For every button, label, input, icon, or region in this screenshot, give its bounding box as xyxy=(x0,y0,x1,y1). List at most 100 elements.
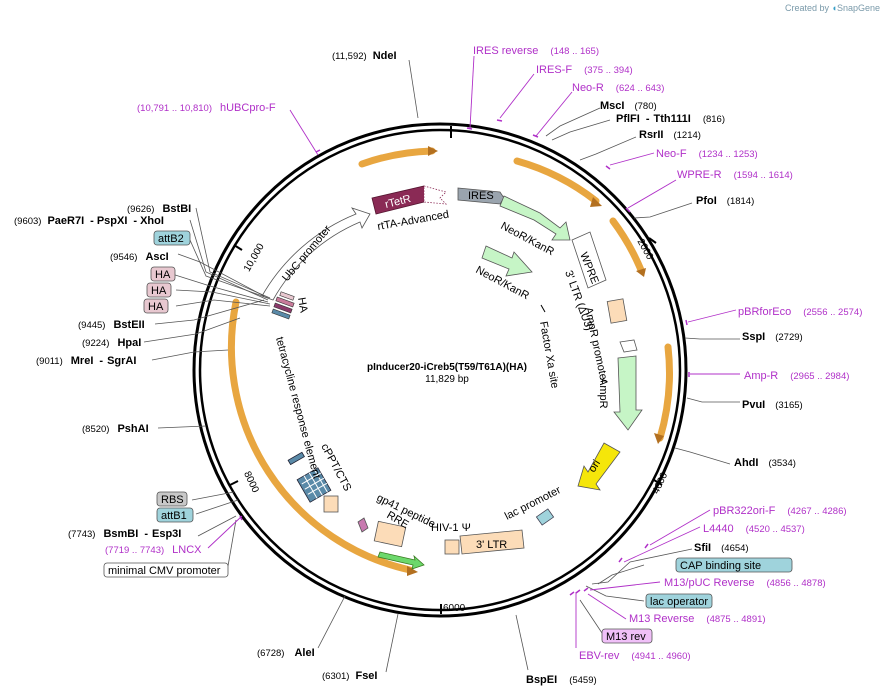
rre-feature xyxy=(373,520,407,548)
enzyme-sfii: SfiI(4654) xyxy=(694,542,749,554)
orange-arc-4 xyxy=(656,343,673,442)
orange-arc-head-4 xyxy=(654,433,664,444)
ltr3-feature xyxy=(459,529,525,555)
ha-feature-label: HA xyxy=(295,296,310,314)
m13-rev-box: M13 rev xyxy=(601,628,653,644)
leader-m13rev xyxy=(579,599,605,637)
enzyme-msci: MscI(780) xyxy=(600,100,657,112)
primer-mark-l4440 xyxy=(618,557,623,563)
ltr3-label: 3' LTR xyxy=(476,539,507,551)
lac-operator-label: lac operator xyxy=(650,596,708,608)
pleader-ires-f xyxy=(499,73,535,119)
rbs-label: RBS xyxy=(161,494,184,506)
enzyme-alei: (6728)AleI xyxy=(257,647,315,659)
leader-ha2 xyxy=(175,299,271,307)
ires-label: IRES xyxy=(468,190,494,202)
enzyme-fsei: (6301)FseI xyxy=(322,670,377,682)
backbone-outer xyxy=(192,122,688,618)
pleader-wpre-r xyxy=(627,179,677,209)
pleader-neo-r xyxy=(535,91,573,137)
primer-leaders xyxy=(207,55,740,648)
orange-arc-2 xyxy=(513,157,600,205)
primer-mark-pbr322 xyxy=(644,543,649,549)
leader-fsei xyxy=(385,613,399,673)
orange-arc-head-2 xyxy=(590,197,602,207)
credit-created-by: Created by xyxy=(784,3,829,13)
leader-attb1 xyxy=(195,499,239,515)
rtetr-tail xyxy=(423,185,448,205)
attb2-label: attB2 xyxy=(158,233,184,245)
primer-pbr322ori-f: pBR322ori-F(4267 .. 4286) xyxy=(713,505,847,517)
ampr-promoter-feature xyxy=(619,339,638,353)
leader-msci xyxy=(545,107,601,137)
primer-marks xyxy=(239,119,690,596)
pleader-m13puc xyxy=(589,581,661,591)
snapgene-credit: Created by ◖SnapGene xyxy=(785,3,880,13)
pleader-m13-reverse xyxy=(587,593,627,620)
m13-rev-label: M13 rev xyxy=(606,631,646,643)
plasmid-length: 11,829 bp xyxy=(425,374,469,385)
ha-cluster xyxy=(271,291,295,320)
rtta-advanced-label: rtTA-Advanced xyxy=(376,209,450,233)
ltr-small-box xyxy=(444,539,460,555)
leader-rsrii xyxy=(579,136,637,161)
hiv-psi-label: HIV-1 Ψ xyxy=(431,522,471,534)
ori-arrow xyxy=(577,442,621,491)
tick-label-4000: 4000 xyxy=(651,471,671,496)
neor-kanr-arrow-2 xyxy=(481,245,533,277)
primer-mark-m13rev xyxy=(575,589,581,594)
enzyme-bspei: BspEI(5459) xyxy=(526,674,597,686)
leader-bspei xyxy=(515,614,529,671)
primer-wpre-r: WPRE-R(1594 .. 1614) xyxy=(677,169,793,181)
leader-ndei xyxy=(408,59,419,119)
minimal-cmv-promoter-label: minimal CMV promoter xyxy=(108,565,221,577)
tick-mark-10000 xyxy=(233,244,243,251)
ubc-promoter-arrow xyxy=(261,207,371,301)
gp41-feature xyxy=(357,517,369,533)
ori-label: ori xyxy=(586,458,603,475)
leader-pshai xyxy=(157,425,207,429)
leader-ha3 xyxy=(171,273,269,303)
primer-m13-puc-reverse: M13/pUC Reverse(4856 .. 4878) xyxy=(664,577,826,589)
ha-box-2-label: HA xyxy=(151,285,167,297)
leader-mrei xyxy=(151,349,229,361)
cap-binding-site-box: CAP binding site xyxy=(675,557,793,573)
enzyme-rsrii: RsrII(1214) xyxy=(639,129,701,141)
orange-arc-head-5 xyxy=(407,566,418,576)
enzyme-pvui: PvuI(3165) xyxy=(742,399,803,411)
ampr-promoter-label: AmpR promoter xyxy=(582,306,610,385)
enzyme-pshai: (8520)PshAI xyxy=(82,423,149,435)
lac-promoter-feature xyxy=(535,508,555,526)
attb2-box: attB2 xyxy=(153,230,191,246)
pleader-hubcpro xyxy=(289,109,319,156)
factor-xa-label: Factor Xa site xyxy=(537,320,561,389)
tre-feature xyxy=(296,467,332,503)
enzyme-pflfi-tth111i: PflFI-Tth111I(816) xyxy=(616,113,725,125)
pleader-l4440 xyxy=(623,526,701,563)
leader-pvui xyxy=(686,397,740,403)
enzyme-paer7i-pspxi-xhoi: (9603)PaeR7I-PspXI-XhoI xyxy=(14,215,164,227)
credit-brand: SnapGene xyxy=(836,3,880,13)
ha-box-1: HA xyxy=(150,266,176,282)
primer-mark-pbrforeco xyxy=(685,319,688,326)
enzyme-bstbi: (9626)BstBI xyxy=(127,203,191,215)
orange-arc-1 xyxy=(358,147,436,168)
neor-kanr-arrow-1 xyxy=(499,195,571,241)
tick-label-8000: 8000 xyxy=(241,470,261,495)
green-small-arrow xyxy=(377,551,425,570)
leader-pfoi xyxy=(633,202,693,219)
tick-mark-2000 xyxy=(648,237,657,244)
enzyme-bsteii: (9445)BstEII xyxy=(78,319,145,331)
enzyme-mrei-sgrai: (9011)MreI-SgrAI xyxy=(36,355,136,367)
primer-mark-ires-rev xyxy=(466,127,473,130)
cap-binding-site-label: CAP binding site xyxy=(680,560,761,572)
primer-mark-wpre-r xyxy=(625,207,631,213)
primer-mark-m13puc xyxy=(583,587,589,592)
tick-label-6000: 6000 xyxy=(443,603,466,614)
enzyme-ndei: (11,592)NdeI xyxy=(332,50,397,62)
orange-arc-heads xyxy=(407,146,664,576)
primer-lncx: (7719 .. 7743)LNCX xyxy=(105,544,202,556)
ubc-promoter-label: UbC promoter xyxy=(280,223,334,284)
enzyme-asci: (9546)AscI xyxy=(110,251,169,263)
